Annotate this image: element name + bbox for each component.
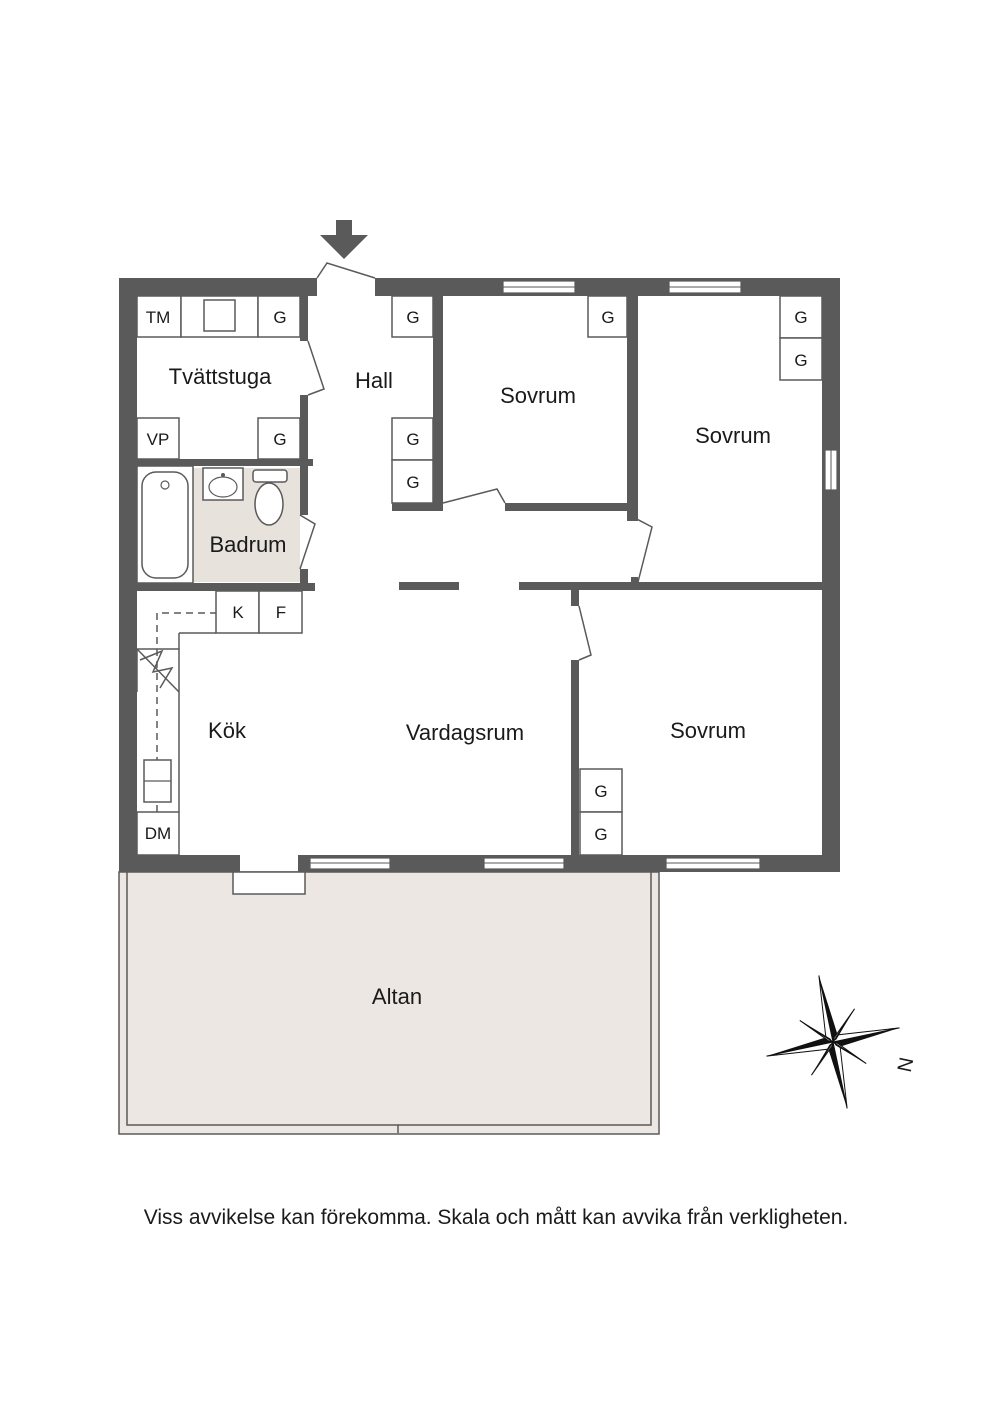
fixture-label-closet: G xyxy=(794,351,807,370)
fixture-label-closet: G xyxy=(594,782,607,801)
compass-rose-icon xyxy=(766,975,900,1109)
room-label-tvattstuga: Tvättstuga xyxy=(169,364,272,389)
fixture-label-k: K xyxy=(232,603,244,622)
interior-walls xyxy=(137,296,822,855)
fixture-label-closet: G xyxy=(406,430,419,449)
fixture-label-tm: TM xyxy=(146,308,171,327)
fixture-label-closet: G xyxy=(406,473,419,492)
fixture-label-closet: G xyxy=(273,308,286,327)
fixture-label-closet: G xyxy=(794,308,807,327)
laundry-fixtures xyxy=(136,295,301,460)
fixture-label-closet: G xyxy=(273,430,286,449)
fixture-label-f: F xyxy=(276,603,286,622)
kitchen-fixtures xyxy=(136,590,303,856)
sink-icon xyxy=(202,467,244,501)
compass-north-label: N xyxy=(894,1055,919,1074)
fixture-label-closet: G xyxy=(601,308,614,327)
room-label-hall: Hall xyxy=(355,368,393,393)
windows xyxy=(309,280,838,870)
exterior-walls xyxy=(119,278,840,872)
entrance-arrow-icon xyxy=(320,220,368,259)
room-label-sovrum-2: Sovrum xyxy=(695,423,771,448)
fixture-label-vp: VP xyxy=(147,430,170,449)
fixture-label-dm: DM xyxy=(145,824,171,843)
bedroom-closets xyxy=(579,295,823,856)
room-label-vardagsrum: Vardagsrum xyxy=(406,720,524,745)
room-label-sovrum-3: Sovrum xyxy=(670,718,746,743)
fixture-label-closet: G xyxy=(406,308,419,327)
room-label-altan: Altan xyxy=(372,984,422,1009)
bathtub-icon xyxy=(136,465,194,584)
fixture-label-closet: G xyxy=(594,825,607,844)
room-label-sovrum-1: Sovrum xyxy=(500,383,576,408)
doors xyxy=(232,262,653,895)
hall-closets xyxy=(391,295,434,504)
disclaimer-text: Viss avvikelse kan förekomma. Skala och … xyxy=(143,1206,849,1229)
room-label-badrum: Badrum xyxy=(209,532,286,557)
room-label-kok: Kök xyxy=(208,718,247,743)
altan-terrace xyxy=(118,871,660,1135)
toilet-icon xyxy=(252,469,288,526)
